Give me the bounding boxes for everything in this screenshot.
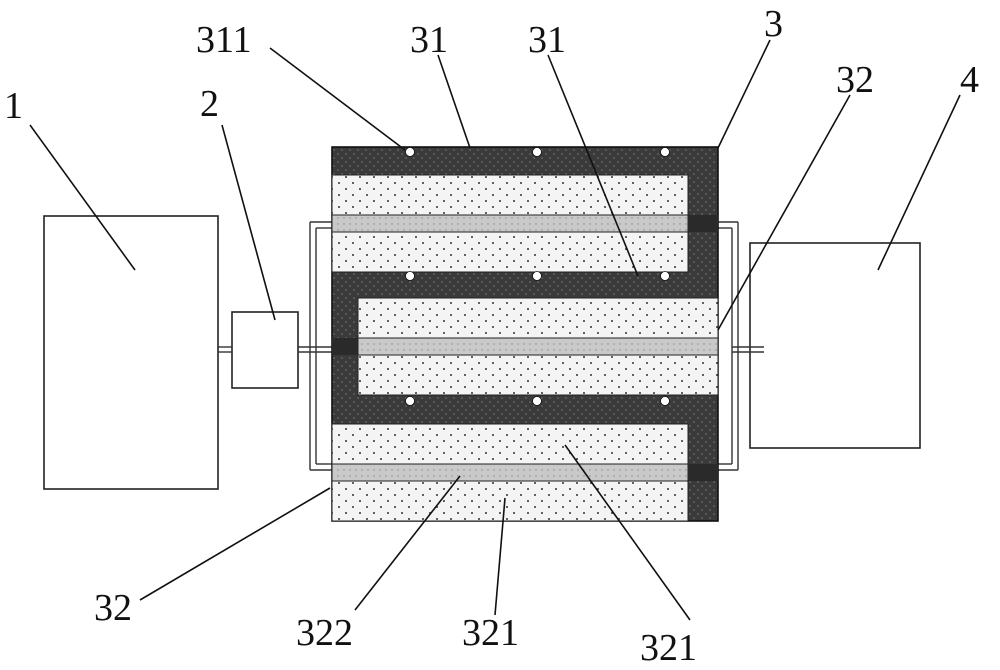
connector-2-to-manifold (298, 346, 332, 353)
label-322: 322 (296, 612, 353, 654)
label-4: 4 (960, 59, 979, 101)
right-manifold-tubes (718, 221, 764, 471)
hole (660, 147, 670, 157)
connector-1-to-2 (218, 346, 232, 353)
hole (405, 147, 415, 157)
leader-4 (877, 94, 961, 271)
label-321b: 321 (640, 627, 697, 669)
leader-321b (564, 444, 691, 621)
leader-31a (437, 54, 471, 149)
label-32top: 32 (836, 59, 874, 101)
component-4-box (749, 242, 921, 449)
porous-layer-middle-top (357, 297, 719, 339)
component-1-box (43, 215, 219, 490)
label-311: 311 (196, 19, 252, 61)
leader-3 (717, 39, 771, 149)
leader-322 (354, 475, 461, 611)
label-32left: 32 (94, 587, 132, 629)
membrane-lower (331, 463, 689, 482)
label-2: 2 (200, 83, 219, 125)
leader-32top (717, 94, 851, 331)
membrane-middle (357, 337, 719, 356)
component-2-box (231, 311, 299, 389)
assembly-3 (331, 146, 719, 522)
hole (405, 396, 415, 406)
leader-2 (221, 124, 276, 321)
label-3: 3 (764, 3, 783, 45)
label-321a: 321 (462, 612, 519, 654)
leader-311 (269, 47, 406, 151)
hole (405, 271, 415, 281)
porous-layer-lower-top (331, 423, 689, 465)
membrane-stub-middle-left (332, 338, 358, 355)
porous-layer-middle-bottom (357, 354, 719, 396)
channel-holes (405, 147, 670, 406)
porous-layer-lower-bottom (331, 480, 689, 522)
membrane-stub-lower-right (688, 464, 718, 481)
leader-1 (29, 124, 136, 271)
hole (532, 271, 542, 281)
reference-numerals: 1 2 311 31 31 3 32 4 32 322 321 321 (4, 3, 979, 669)
membrane-upper (331, 214, 689, 233)
membrane-stub-upper-right (688, 215, 718, 232)
hole (660, 271, 670, 281)
label-31a: 31 (410, 19, 448, 61)
hole (532, 396, 542, 406)
left-manifold-tubes (309, 221, 332, 471)
leader-32left (139, 487, 331, 601)
hole (660, 396, 670, 406)
leader-31b (547, 54, 639, 277)
hole (532, 147, 542, 157)
label-31b: 31 (528, 19, 566, 61)
leader-321a (494, 497, 506, 616)
porous-layer-upper-top (331, 174, 689, 216)
label-1: 1 (4, 85, 23, 127)
leader-lines (29, 39, 961, 621)
